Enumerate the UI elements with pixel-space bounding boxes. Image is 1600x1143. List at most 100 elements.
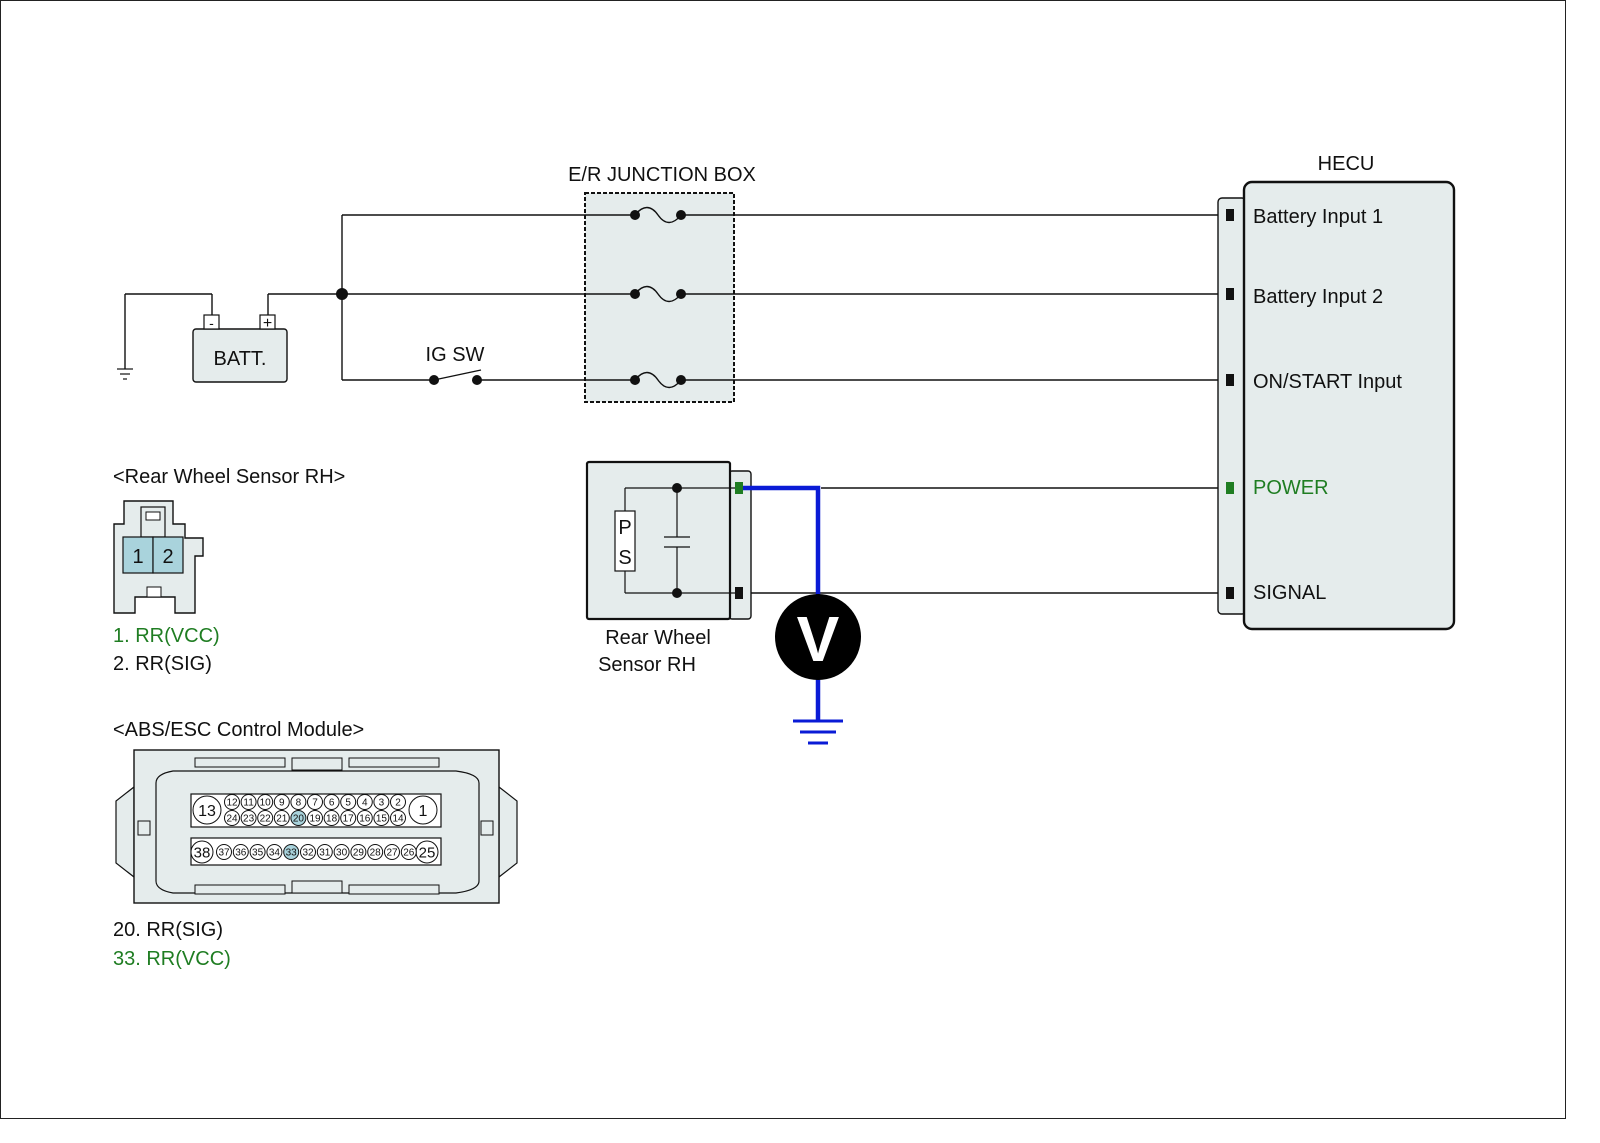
abs-pin-label: 29 [353,848,365,859]
voltmeter-icon [775,594,861,680]
abs-pin-label: 26 [403,848,415,859]
connector-latch-slot [145,511,161,521]
abs-pin-label: 13 [198,803,216,820]
abs-pin-label: 22 [260,814,272,825]
abs-connector-housing [115,749,518,904]
connector-key [146,586,162,598]
fuse-icon [634,206,682,224]
abs-legend-2: 33. RR(VCC) [113,948,231,970]
junction-box [584,192,735,403]
abs-pin [273,794,290,810]
ig-switch-label: IG SW [426,344,485,366]
sensor-connector-pin-1 [122,536,154,574]
abs-pin-label: 1 [419,803,428,820]
fuse-icon [634,371,682,389]
abs-pin [307,794,323,810]
abs-pin [216,844,232,860]
abs-pin [373,794,390,810]
abs-pin-label: 35 [252,848,264,859]
abs-pin [350,844,367,860]
abs-pin [240,810,257,826]
abs-pin-label: 21 [276,814,288,825]
hecu-input-signal: SIGNAL [1253,582,1326,604]
voltmeter-symbol: V [797,603,840,675]
abs-pin [273,810,290,826]
hecu-input-battery-1: Battery Input 1 [1253,206,1383,228]
abs-pin [340,794,357,810]
rear-wheel-sensor-box [585,460,732,621]
sensor-connector-title: <Rear Wheel Sensor RH> [113,466,345,488]
abs-pin-label: 38 [194,844,211,861]
sensor-s-label: S [618,547,631,569]
hecu-connector [1217,197,1247,615]
sensor-legend-2: 2. RR(SIG) [113,653,212,675]
main-wiring [124,214,1229,594]
abs-pin-label: 15 [376,814,388,825]
sensor-name-line2: Sensor RH [598,654,696,676]
abs-connector-title: <ABS/ESC Control Module> [113,719,364,741]
abs-pin-label: 32 [302,848,314,859]
junction-dots [336,210,686,385]
abs-pin [390,794,406,810]
abs-pin-label: 36 [235,848,247,859]
sensor-node [672,483,682,493]
abs-pin-label: 24 [226,814,238,825]
abs-pin-label: 16 [359,814,371,825]
abs-pin-label: 5 [345,798,351,809]
abs-pin-label: 3 [379,798,385,809]
abs-pin-label: 6 [329,798,335,809]
abs-pin [300,844,316,860]
wiring-diagram: E/R JUNCTION BOX IG SW - [0,0,1566,1119]
abs-pin-label: 33 [286,848,298,859]
abs-pin-label: 28 [370,848,382,859]
ground-icon [117,368,133,380]
abs-pin-label: 10 [260,798,272,809]
abs-pin [257,810,274,826]
sensor-signal-pin [735,587,743,599]
abs-pin [307,810,323,826]
abs-pin [356,794,373,810]
abs-pin [224,810,240,826]
hecu-box [1242,180,1456,631]
abs-pin [249,844,266,860]
battery-icon [192,328,288,383]
abs-pin-label: 8 [296,798,302,809]
abs-pin-label: 14 [392,814,404,825]
abs-pin-label: 11 [243,798,254,809]
abs-pin [384,844,400,860]
sensor-element-icon [614,510,636,572]
sensor-legend-1: 1. RR(VCC) [113,625,220,647]
hecu-pins [1226,209,1234,599]
abs-pin-label: 31 [319,848,331,859]
battery-label: BATT. [214,348,267,370]
abs-pin [190,840,214,864]
battery-minus-terminal [203,314,220,330]
abs-pin [290,794,307,810]
abs-pin [373,810,390,826]
abs-pin-label: 7 [312,798,318,809]
abs-pin-label: 4 [362,798,368,809]
abs-pin [390,810,406,826]
abs-pin [408,795,438,825]
abs-pin-label: 2 [395,798,401,809]
hecu-input-battery-2: Battery Input 2 [1253,286,1383,308]
abs-pin-label: 34 [269,848,281,859]
abs-pin [356,810,373,826]
abs-pin-label: 23 [243,814,255,825]
hecu-title: HECU [1318,153,1375,175]
abs-legend-1: 20. RR(SIG) [113,919,223,941]
abs-pin-label: 20 [293,814,305,825]
abs-pin-label: 12 [226,798,238,809]
abs-pin-label: 19 [309,814,321,825]
hecu-input-on-start: ON/START Input [1253,371,1402,393]
abs-pin [316,844,333,860]
battery-plus-terminal [259,314,276,330]
abs-pin-label: 17 [343,814,355,825]
pin-label: 1 [132,546,143,568]
abs-pin [290,810,307,826]
abs-pin [283,844,300,860]
abs-pin [266,844,283,860]
abs-pin [257,794,274,810]
measurement-wire [743,485,821,721]
abs-pin [367,844,384,860]
